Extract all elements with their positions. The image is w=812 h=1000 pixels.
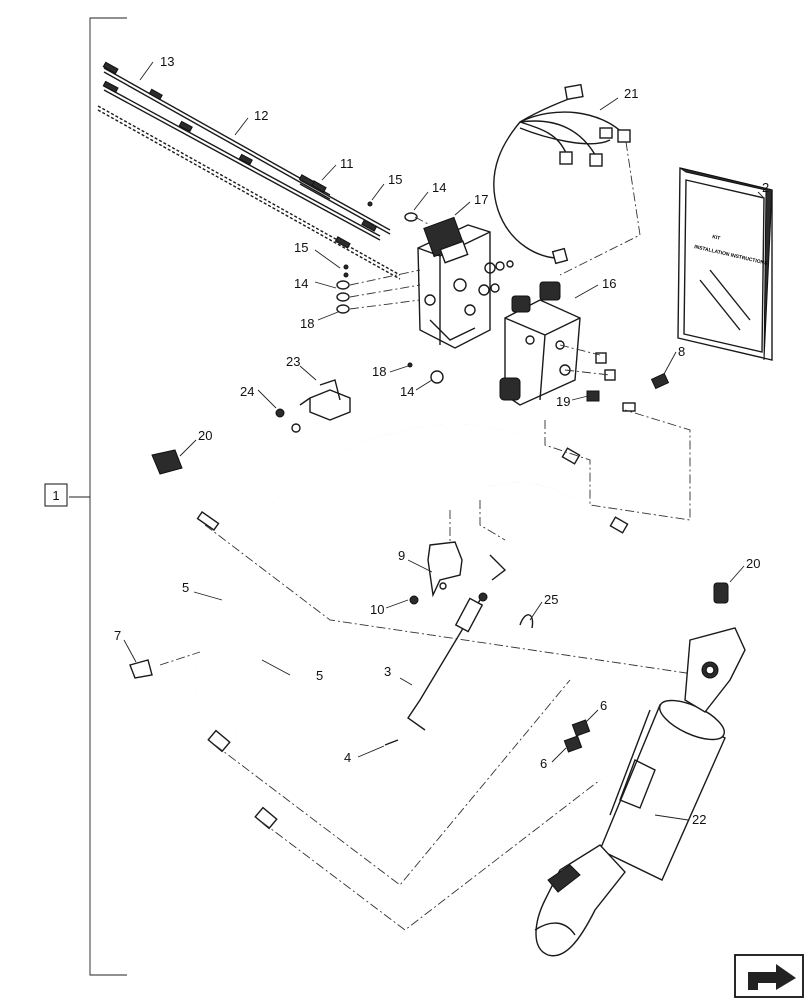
callout-23: 23 [286, 354, 300, 369]
callout-15: 15 [388, 172, 402, 187]
hydraulic-hose-5-inner [234, 482, 629, 830]
fitting-elbow [196, 511, 507, 581]
callout-20: 20 [198, 428, 212, 443]
callout-6: 6 [600, 698, 607, 713]
dust-cap-20b [713, 582, 729, 604]
o-rings-and-clips [336, 201, 444, 384]
pin-4 [384, 739, 399, 746]
callout-14: 14 [432, 180, 446, 195]
group-bracket: 1 [44, 17, 127, 976]
control-rod-11 [97, 105, 401, 280]
bolts-24 [275, 408, 301, 433]
callout-14c: 14 [400, 384, 414, 399]
callout-17: 17 [474, 192, 488, 207]
callout-6b: 6 [540, 756, 547, 771]
bracket-9 [427, 541, 463, 598]
callout-18b: 18 [372, 364, 386, 379]
hydraulic-hose-5-outer [194, 424, 581, 753]
callout-5: 5 [182, 580, 189, 595]
callout-2: 2 [762, 180, 769, 195]
wiring-harness-21 [493, 83, 641, 276]
fittings-8-19 [559, 344, 670, 412]
callout-7: 7 [114, 628, 121, 643]
dust-cap-20a [151, 449, 183, 475]
callout-8: 8 [678, 344, 685, 359]
clip-25 [519, 614, 534, 629]
bolt-10 [409, 595, 419, 605]
callout-18: 18 [300, 316, 314, 331]
callout-13: 13 [160, 54, 174, 69]
group-label: 1 [52, 488, 59, 503]
linkage-rod-3 [407, 592, 488, 731]
callout-25: 25 [544, 592, 558, 607]
callout-10: 10 [370, 602, 384, 617]
callout-22: 22 [692, 812, 706, 827]
bracket-23 [299, 379, 351, 421]
callout-21: 21 [624, 86, 638, 101]
manual-title-line1: KIT [712, 234, 721, 242]
callout-24: 24 [240, 384, 254, 399]
callouts: 13 12 11 15 14 17 15 14 18 21 2 16 8 23 … [114, 54, 769, 827]
installation-manual-2: KIT INSTALLATION INSTRUCTIONS [677, 167, 773, 361]
callout-4: 4 [344, 750, 351, 765]
leader-lines [123, 61, 765, 821]
callout-19: 19 [556, 394, 570, 409]
callout-9: 9 [398, 548, 405, 563]
callout-15b: 15 [294, 240, 308, 255]
callout-12: 12 [254, 108, 268, 123]
hydraulic-cylinder-22 [534, 627, 746, 957]
fittings-cluster [478, 260, 514, 296]
next-page-arrow-icon[interactable] [734, 954, 804, 998]
callout-20b: 20 [746, 556, 760, 571]
routing-lines [159, 409, 721, 931]
control-rod-13 [102, 61, 331, 200]
aux-valve-16 [499, 281, 581, 406]
valve-body-17 [417, 216, 491, 349]
callout-14b: 14 [294, 276, 308, 291]
callout-3: 3 [384, 664, 391, 679]
control-rod-12 [102, 80, 381, 241]
callout-16: 16 [602, 276, 616, 291]
fittings-6 [563, 719, 591, 753]
clamp-7 [129, 659, 153, 679]
callout-5b: 5 [316, 668, 323, 683]
callout-11: 11 [340, 156, 354, 171]
